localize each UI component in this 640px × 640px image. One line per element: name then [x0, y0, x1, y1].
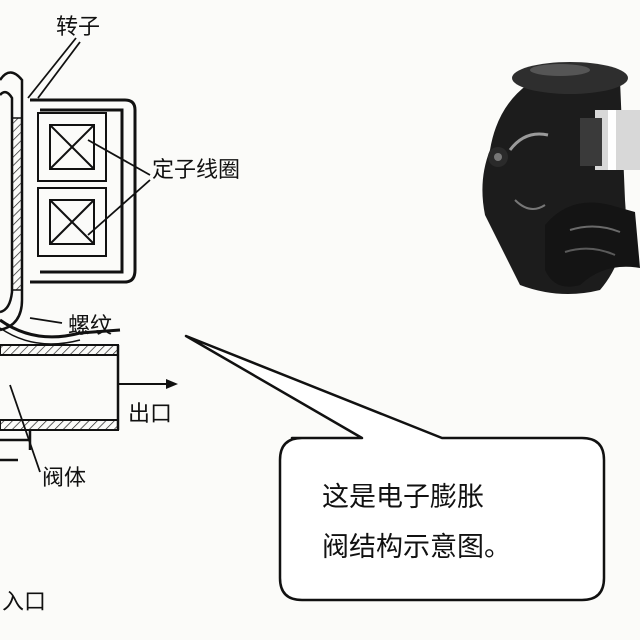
outlet-arrow [118, 379, 178, 389]
callout-line-1: 这是电子膨胀 [322, 482, 484, 513]
outlet-pipe [0, 344, 120, 431]
thread-shell [0, 318, 121, 339]
valve-body-label: 阀体 [42, 466, 87, 491]
valve-body-lower [0, 430, 32, 462]
valve-photo [482, 62, 640, 294]
thread-label: 螺纹 [68, 314, 113, 339]
outlet-label: 出口 [128, 402, 173, 427]
callout-line-2: 阀结构示意图。 [322, 532, 511, 563]
rotor-label: 转子 [56, 15, 101, 40]
rotor-hatch [11, 117, 23, 291]
stator-coil-lower [37, 187, 107, 257]
callout-bubble [184, 334, 606, 602]
stator-coil-label: 定子线圈 [152, 158, 241, 183]
leader-lines [9, 37, 151, 473]
inlet-label: 入口 [2, 590, 47, 615]
stator-coil-upper [37, 112, 107, 182]
stator-housing [30, 98, 137, 284]
